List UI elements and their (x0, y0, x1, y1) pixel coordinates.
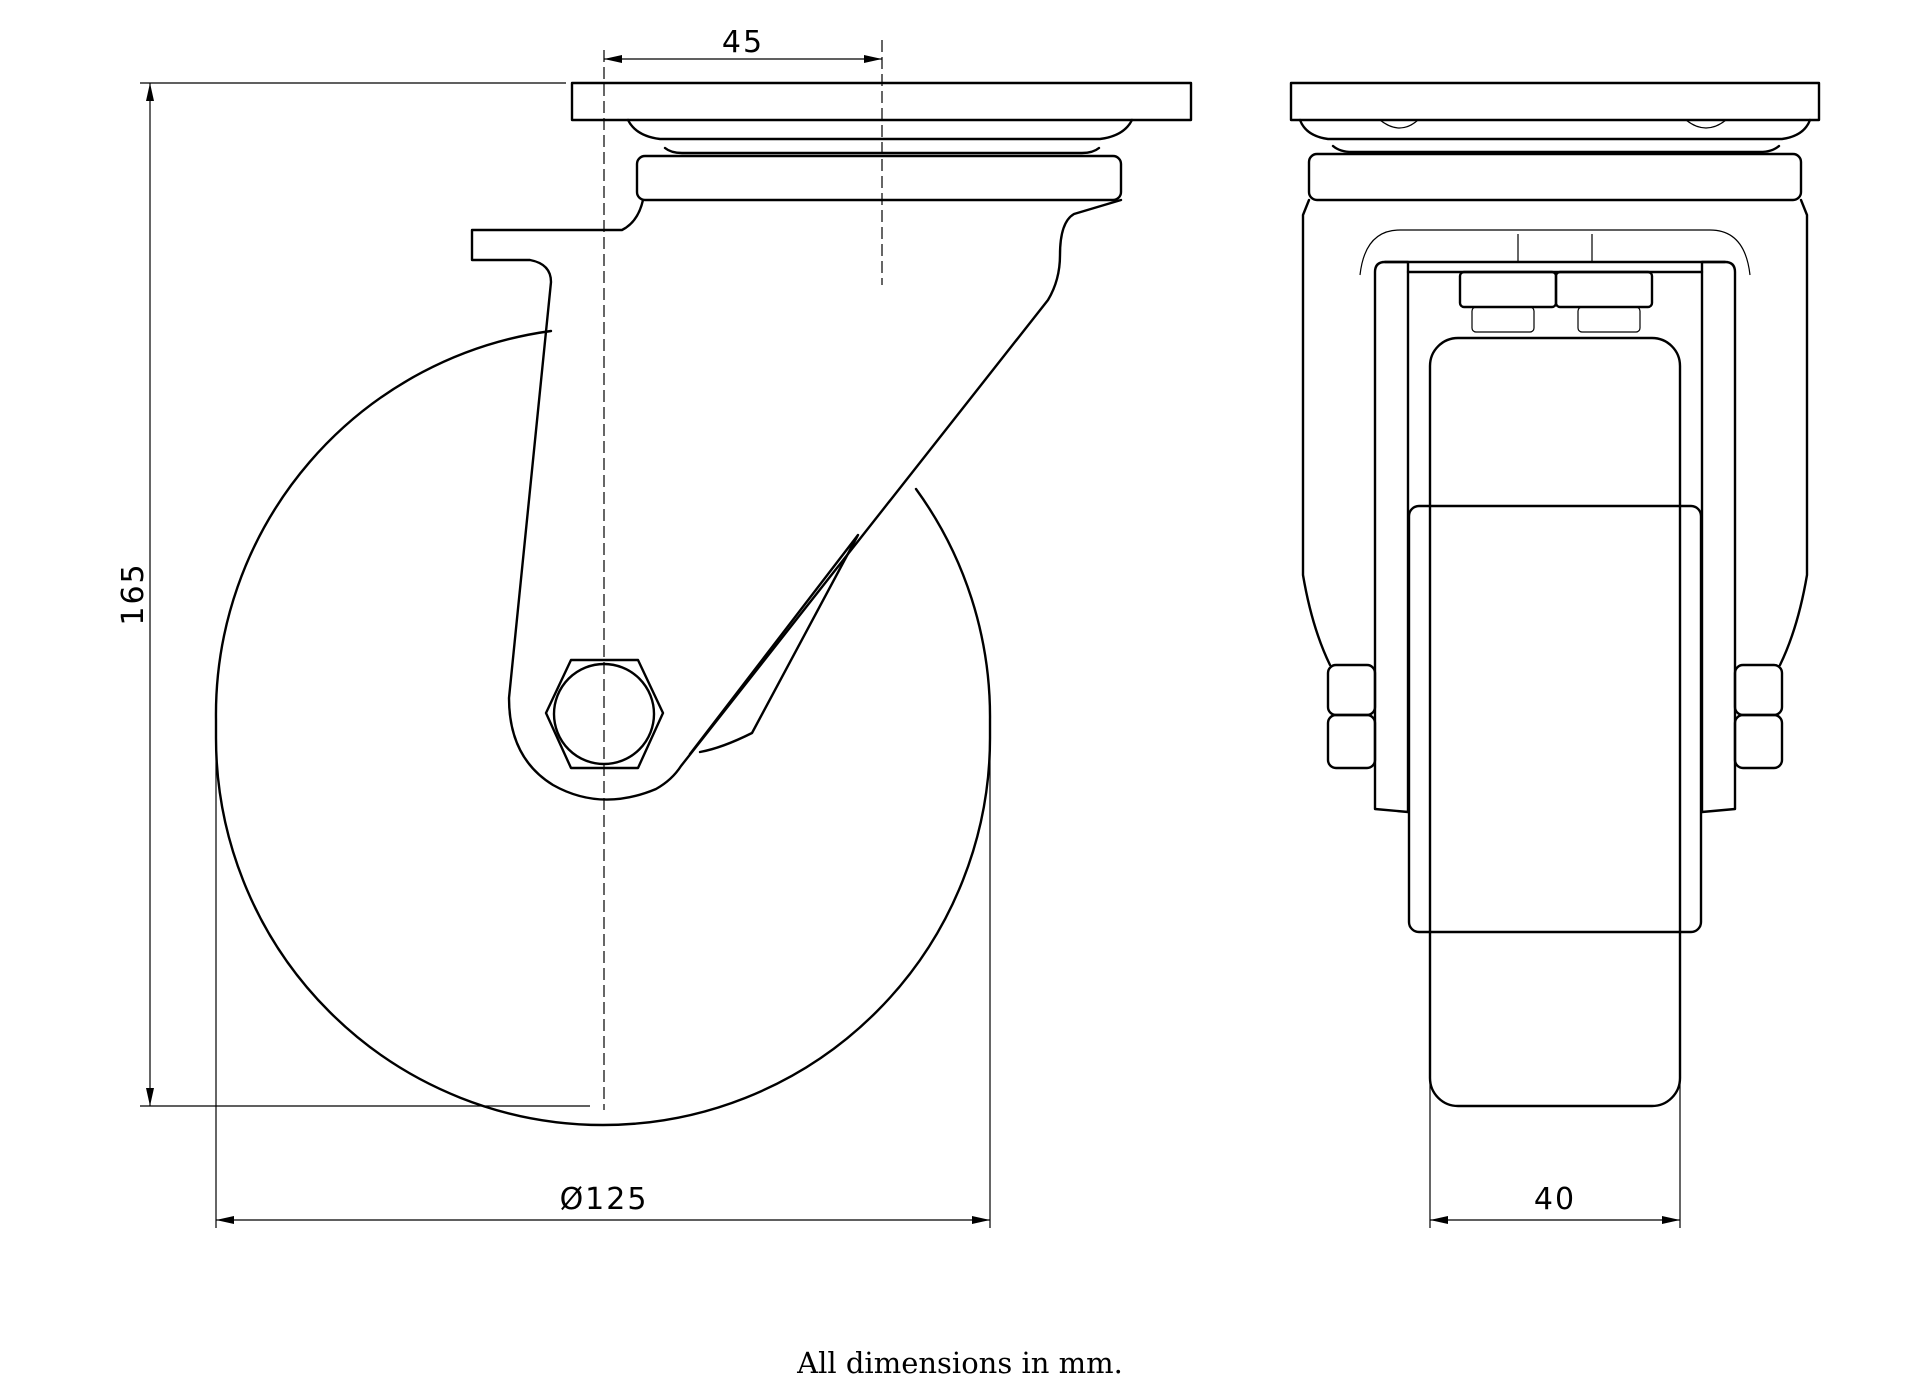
front-bearing-ball-right (1685, 119, 1727, 129)
side-fork-rib (688, 533, 860, 756)
front-wheel-tyre (1428, 336, 1682, 1108)
dim-width-label: 40 (1534, 1182, 1576, 1217)
front-kingpin-nut-left (1458, 270, 1558, 309)
front-bearing-lower (1331, 144, 1781, 154)
dim-offset-label: 45 (722, 25, 764, 60)
front-bearing-ring (1298, 118, 1812, 141)
front-kingpin-spacer-left (1471, 306, 1535, 333)
side-view (214, 40, 1193, 1127)
front-swivel-housing (1307, 152, 1803, 202)
side-fork-body (470, 198, 1123, 801)
front-fork-inner-right (1700, 260, 1737, 814)
front-axle-nut-right-bottom (1733, 713, 1784, 770)
side-axle-nut (544, 658, 665, 770)
footer-note: All dimensions in mm. (797, 1346, 1123, 1380)
front-axle-nut-right-top (1733, 663, 1784, 717)
front-fork-bridge (1383, 260, 1727, 274)
side-wheel-outline (214, 329, 992, 1127)
front-fork-outer (1301, 198, 1809, 667)
front-kingpin-nut-right (1554, 270, 1654, 309)
dim-diameter-label: Ø125 (560, 1182, 649, 1217)
front-view (1289, 81, 1821, 1108)
dimension-wheel-width: 40 (1429, 1080, 1681, 1228)
front-axle-nut-left-top (1326, 663, 1377, 717)
front-top-plate (1289, 81, 1821, 122)
dimension-offset: 45 (604, 25, 882, 63)
front-kingpin-spacer-right (1577, 306, 1641, 333)
dim-height-label: 165 (116, 562, 151, 625)
side-swivel-housing (635, 154, 1123, 202)
dimension-height: 165 (116, 82, 590, 1107)
front-fork-shoulder (1359, 229, 1751, 276)
side-bearing-ring (626, 118, 1134, 141)
front-bearing-ball-left (1379, 119, 1419, 129)
front-axle-nut-left-bottom (1326, 713, 1377, 770)
dimension-wheel-diameter: Ø125 (215, 740, 991, 1228)
front-wheel-hub (1407, 504, 1703, 934)
front-fork-inner-left (1373, 260, 1410, 814)
